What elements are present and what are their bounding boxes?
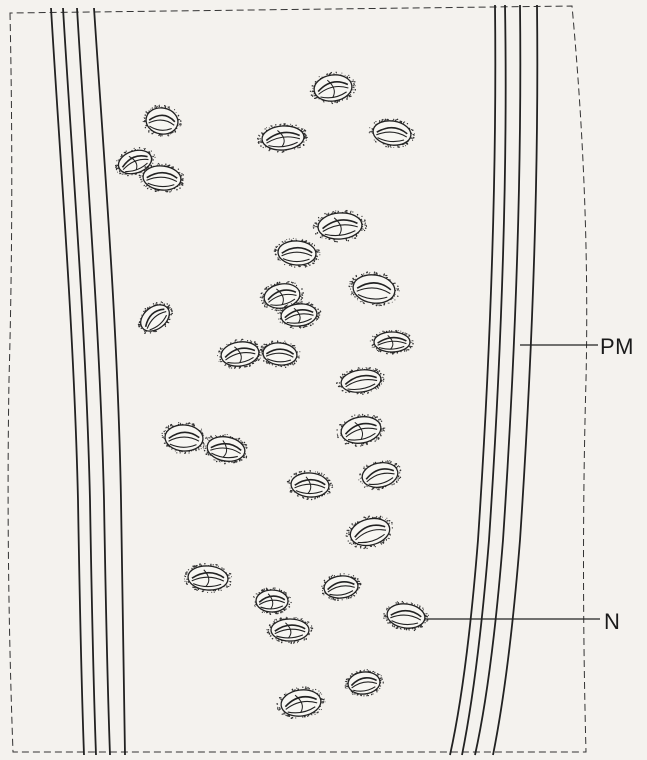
- nucleus: [253, 587, 292, 615]
- nuclei-group: [111, 69, 431, 722]
- nucleus: [312, 208, 368, 244]
- nucleus: [307, 69, 358, 107]
- left-membrane-bundle: [51, 8, 125, 755]
- nucleus: [141, 102, 185, 140]
- nucleus: [343, 668, 385, 699]
- nucleus: [274, 684, 327, 722]
- nucleus: [346, 268, 402, 309]
- nucleus: [367, 115, 417, 151]
- nucleus: [334, 410, 388, 451]
- right-membrane-bundle: [450, 5, 537, 755]
- nucleus: [342, 510, 397, 553]
- nucleus: [256, 122, 309, 155]
- nucleus: [160, 420, 209, 455]
- nucleus: [200, 430, 250, 468]
- label-n: N: [604, 609, 620, 635]
- label-pm: PM: [600, 334, 634, 360]
- nucleus: [320, 571, 363, 602]
- nucleus: [215, 336, 265, 372]
- nucleus: [334, 364, 387, 399]
- nucleus: [355, 457, 404, 494]
- nucleus: [273, 237, 322, 270]
- nucleus: [286, 468, 335, 501]
- nucleus: [258, 338, 302, 370]
- nucleus: [132, 295, 179, 341]
- nucleus: [381, 599, 431, 634]
- nucleus: [183, 562, 233, 595]
- nucleus: [266, 617, 313, 644]
- nucleus: [370, 330, 414, 355]
